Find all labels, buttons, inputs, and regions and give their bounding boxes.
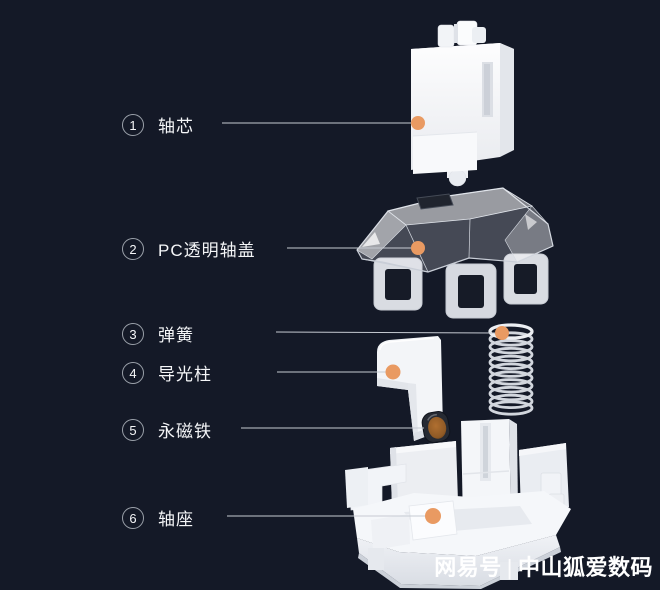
leader-line-spring bbox=[275, 331, 496, 334]
watermark-account: 中山狐爱数码 bbox=[517, 555, 653, 580]
stem-illustration bbox=[411, 20, 514, 187]
leader-lines bbox=[222, 122, 496, 517]
label-text-base: 轴座 bbox=[158, 510, 194, 529]
spring-illustration bbox=[488, 323, 534, 416]
label-row-base: 6 轴座 bbox=[122, 505, 194, 530]
marker-dot-spring bbox=[495, 326, 509, 340]
number-badge-2: 2 bbox=[122, 237, 144, 260]
label-row-stem: 1 轴芯 bbox=[122, 112, 194, 137]
number-badge-1: 1 bbox=[122, 113, 144, 136]
label-row-magnet: 5 永磁铁 bbox=[122, 417, 212, 442]
marker-dots bbox=[385, 116, 509, 524]
label-row-cover: 2 PC透明轴盖 bbox=[122, 236, 256, 261]
watermark-brand: 网易号 bbox=[434, 555, 502, 580]
number-badge-3: 3 bbox=[122, 322, 144, 345]
magnet-illustration bbox=[421, 411, 451, 443]
marker-dot-base bbox=[425, 508, 441, 524]
label-text-magnet: 永磁铁 bbox=[158, 422, 212, 441]
number-badge-6: 6 bbox=[122, 506, 144, 529]
marker-dot-stem bbox=[411, 116, 425, 130]
label-text-spring: 弹簧 bbox=[158, 326, 194, 345]
marker-dot-light-guide bbox=[385, 364, 401, 380]
watermark-separator: | bbox=[506, 555, 513, 580]
base-illustration bbox=[345, 419, 571, 589]
label-row-light-guide: 4 导光柱 bbox=[122, 360, 212, 385]
label-text-light-guide: 导光柱 bbox=[158, 365, 212, 384]
label-text-cover: PC透明轴盖 bbox=[158, 241, 256, 260]
watermark: 网易号|中山狐爱数码 bbox=[434, 550, 653, 582]
label-row-spring: 3 弹簧 bbox=[122, 321, 194, 346]
cover-illustration bbox=[356, 187, 554, 319]
label-text-stem: 轴芯 bbox=[158, 117, 194, 136]
number-badge-4: 4 bbox=[122, 361, 144, 384]
marker-dot-cover bbox=[411, 241, 425, 255]
number-badge-5: 5 bbox=[122, 418, 144, 441]
